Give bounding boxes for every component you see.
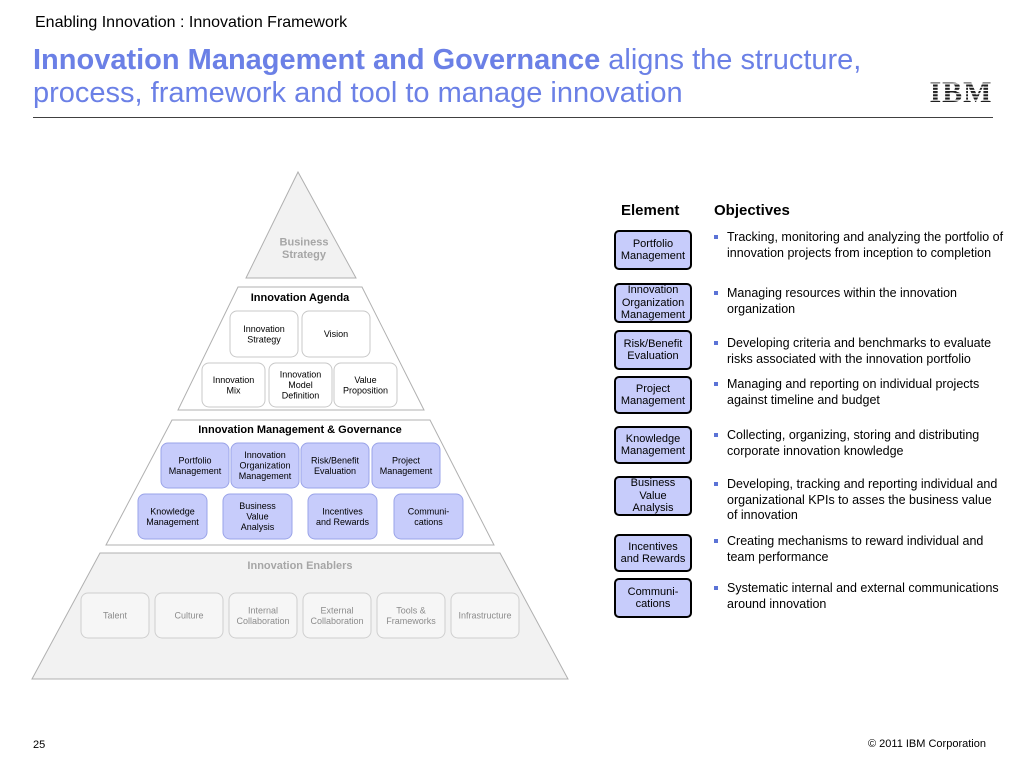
governance-project-management-box [371,442,441,489]
agenda-innovation-mix-box [201,362,266,408]
objective-text: Developing criteria and benchmarks to ev… [727,336,992,366]
bullet-icon [714,586,718,590]
enabler-culture-label: Culture [174,611,203,621]
innovation-agenda-title: Innovation Agenda [251,292,350,304]
bullet-icon [714,433,718,437]
objective-item: Developing, tracking and reporting indiv… [714,477,1004,524]
objective-text: Systematic internal and external communi… [727,581,999,611]
objective-text: Managing and reporting on individual pro… [727,377,980,407]
agenda-innovation-model-definition-box [268,362,333,408]
objective-item: Managing resources within the innovation… [714,286,1004,317]
pyramid-enablers-band [31,552,569,680]
element-box-communi-cations: Communi- cations [614,578,692,618]
objective-text: Tracking, monitoring and analyzing the p… [727,230,1004,260]
objective-item: Collecting, organizing, storing and dist… [714,428,1004,459]
pyramid-apex [245,170,357,279]
element-box-portfolio-management: Portfolio Management [614,230,692,270]
bullet-icon [714,235,718,239]
enabler-infrastructure-label: Infrastructure [458,611,511,621]
enabler-external-collaboration-box [302,592,372,639]
element-box-business-value-analysis: Business Value Analysis [614,476,692,516]
enablers-title: Innovation Enablers [247,560,352,572]
pyramid-shapes [31,170,569,680]
element-box-project-management: Project Management [614,376,692,414]
objective-item: Tracking, monitoring and analyzing the p… [714,230,1004,261]
governance-communi-cations-box [393,493,464,540]
objective-text: Managing resources within the innovation… [727,286,957,316]
agenda-vision-label: Vision [324,329,348,339]
enabler-tools-frameworks-label: Tools &Frameworks [386,605,436,626]
enabler-talent-box [80,592,150,639]
title-line2: process, framework and tool to manage in… [33,77,683,109]
bullet-icon [714,291,718,295]
bullet-icon [714,482,718,486]
governance-risk-benefit-evaluation-box [300,442,370,489]
objective-text: Collecting, organizing, storing and dist… [727,428,980,458]
bullet-icon [714,539,718,543]
copyright: © 2011 IBM Corporation [868,738,986,750]
bullet-icon [714,382,718,386]
agenda-vision-box [301,310,371,358]
element-box-innovation-organization-management: Innovation Organization Management [614,283,692,323]
slide-title: Innovation Management and Governance ali… [33,44,933,110]
governance-portfolio-management-box [160,442,230,489]
ibm-logo-text: IBM [930,78,993,104]
element-box-incentives-and-rewards: Incentives and Rewards [614,534,692,572]
objective-item: Systematic internal and external communi… [714,581,1004,612]
governance-communi-cations-label: Communi-cations [408,506,450,527]
enabler-internal-collaboration-box [228,592,298,639]
objective-text: Creating mechanisms to reward individual… [727,534,984,564]
enabler-talent-label: Talent [103,611,128,621]
objective-item: Managing and reporting on individual pro… [714,377,1004,408]
title-rest: aligns the structure, [600,44,862,76]
element-box-knowledge-management: Knowledge Management [614,426,692,464]
governance-knowledge-management-box [137,493,208,540]
ibm-logo: IBM [928,76,994,109]
enabler-infrastructure-box [450,592,520,639]
objective-text: Developing, tracking and reporting indiv… [727,477,998,522]
slide-kicker: Enabling Innovation : Innovation Framewo… [35,14,348,31]
governance-business-value-analysis-box [222,493,293,540]
governance-innovation-organization-management-box [230,442,300,489]
element-header: Element [621,202,680,219]
agenda-value-proposition-box [333,362,398,408]
title-divider [33,117,993,118]
element-box-risk-benefit-evaluation: Risk/Benefit Evaluation [614,330,692,370]
ibm-logo-graphic: IBM [930,76,993,109]
title-bold: Innovation Management and Governance [33,44,601,76]
bullet-icon [714,341,718,345]
governance-title: Innovation Management & Governance [198,424,402,436]
enabler-tools-frameworks-box [376,592,446,639]
governance-incentives-and-rewards-box [307,493,378,540]
page-number: 25 [33,739,46,751]
agenda-innovation-strategy-box [229,310,299,358]
objective-item: Developing criteria and benchmarks to ev… [714,336,1004,367]
enabler-culture-box [154,592,224,639]
objectives-header: Objectives [714,202,790,219]
objective-item: Creating mechanisms to reward individual… [714,534,1004,565]
